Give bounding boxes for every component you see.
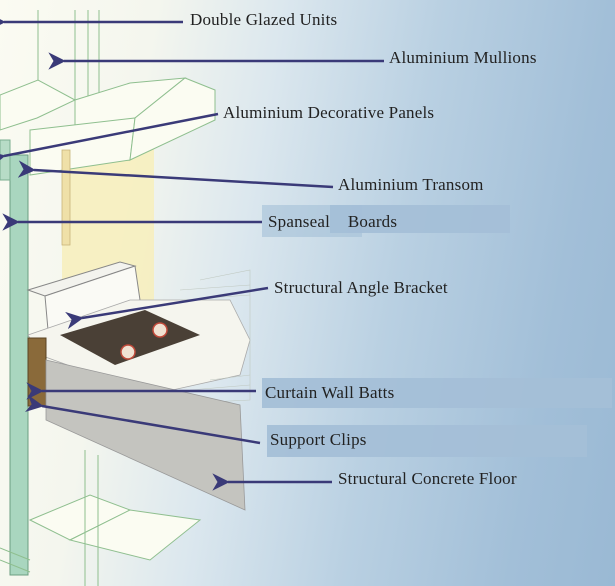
label-support-clips: Support Clips <box>270 430 367 449</box>
label-aluminium-mullions: Aluminium Mullions <box>389 48 537 67</box>
label-aluminium-transom: Aluminium Transom <box>338 175 484 194</box>
label-structural-concrete-floor: Structural Concrete Floor <box>338 469 517 488</box>
label-highlight <box>262 378 612 408</box>
transom-box <box>0 77 216 176</box>
label-spanseal-boards: Spanseal Boards <box>268 212 398 231</box>
label-aluminium-decorative-panels: Aluminium Decorative Panels <box>223 103 435 122</box>
arrow-support-clips <box>25 394 261 445</box>
leader-arrows <box>0 13 384 491</box>
arrow-aluminium-decorative-panels <box>0 112 219 168</box>
arrow-structural-angle-bracket <box>65 286 269 330</box>
bracket-plate <box>60 310 200 365</box>
label-highlight <box>267 425 587 457</box>
curtain-wall-batts <box>27 337 47 407</box>
bolts <box>120 322 168 360</box>
lower-glazing <box>0 450 202 586</box>
label-double-glazed-units: Double Glazed Units <box>190 10 338 29</box>
label-curtain-wall-batts: Curtain Wall Batts <box>265 383 395 402</box>
label-highlight <box>330 205 510 233</box>
spanseal-board <box>9 154 29 576</box>
label-structural-angle-bracket: Structural Angle Bracket <box>274 278 448 297</box>
arrow-aluminium-transom <box>17 160 334 189</box>
